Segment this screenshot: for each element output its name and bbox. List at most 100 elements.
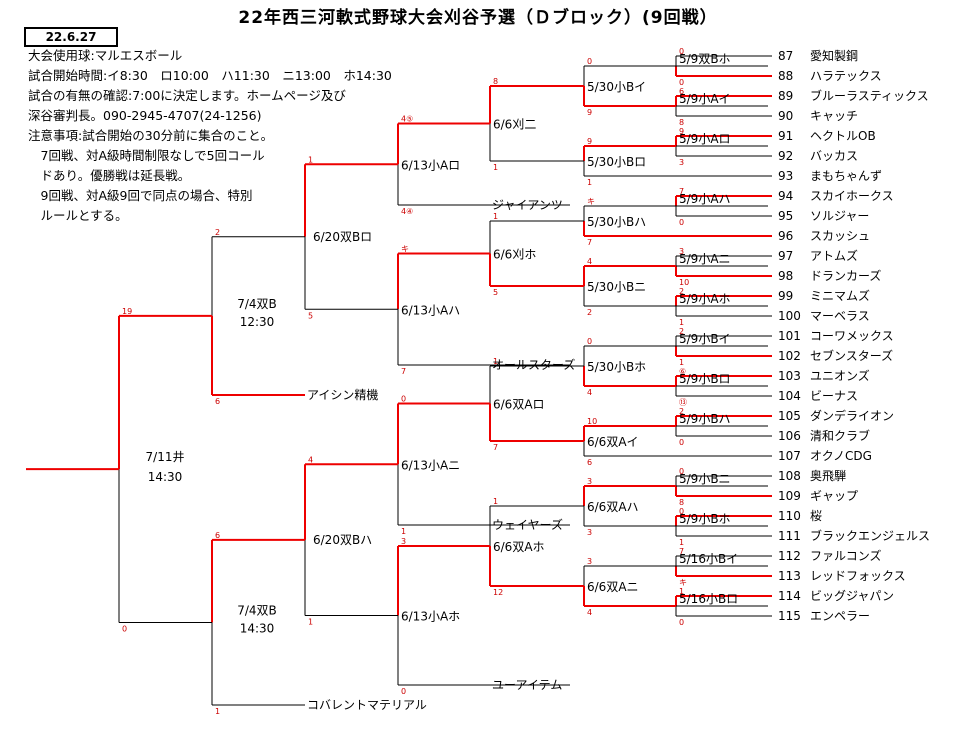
r2-game-label: 5/30小Bホ: [587, 360, 646, 374]
team-number: 110: [778, 509, 801, 523]
r3-game-label: 6/6双Aホ: [493, 540, 545, 554]
r1-game-score-bottom: 8: [679, 118, 684, 127]
r2-game-label: 6/6双Aニ: [587, 580, 639, 594]
r1-game-label: 5/9小Aイ: [679, 92, 731, 106]
r2-game-score-bottom: 9: [587, 108, 592, 117]
team-number: 94: [778, 189, 793, 203]
r1-game-score-top: 0: [679, 507, 684, 516]
r4-game-label: 6/13小Aロ: [401, 158, 460, 172]
r2-game-label: 5/30小Bイ: [587, 80, 646, 94]
r6-game-score-bottom: 6: [215, 397, 220, 406]
r2-game-score-bottom: 1: [587, 178, 592, 187]
r3-game-label: 6/6双Aロ: [493, 398, 545, 412]
team-number: 114: [778, 589, 801, 603]
r4-game-score-top: キ: [401, 245, 409, 254]
r3-game-label: 6/6刈二: [493, 118, 536, 132]
r2-game-label: 5/30小Bニ: [587, 280, 646, 294]
team-name: エンペラー: [810, 609, 870, 623]
note-rule-7: 7回戦、対A級時間制限なしで5回コール: [28, 148, 265, 163]
team-number: 102: [778, 349, 801, 363]
r1-game-score-bottom: 0: [679, 618, 684, 627]
r6-game-time: 12:30: [240, 315, 275, 329]
team-name: ブラックエンジェルス: [810, 528, 930, 543]
team-name: マーベラス: [810, 309, 870, 323]
r1-game-score-bottom: 0: [679, 438, 684, 447]
r1-game-score-bottom: 1: [679, 318, 684, 327]
r6-game-date: 7/4双B: [237, 297, 277, 311]
r3-game-score-top: 1: [493, 357, 498, 366]
r1-game-label: 5/9小Bロ: [679, 372, 731, 386]
r2-game-score-top: キ: [587, 197, 595, 206]
r5-game-label: 6/20双Bハ: [313, 533, 372, 547]
r1-game-score-top: 9: [679, 127, 684, 136]
team-number: 96: [778, 229, 793, 243]
r2-game-score-bottom: 6: [587, 458, 592, 467]
team-name: バッカス: [810, 149, 858, 163]
r5-game-label: 6/20双Bロ: [313, 230, 372, 244]
r1-game-score-top: 2: [679, 327, 684, 336]
team-name: セブンスターズ: [810, 348, 893, 363]
team-number: 100: [778, 309, 801, 323]
team-number: 90: [778, 109, 793, 123]
r4-game-score-top: 0: [401, 395, 406, 404]
r1-game-score-bottom: ⑬: [679, 398, 687, 407]
r1-game-score-top: 0: [679, 467, 684, 476]
team-number: 87: [778, 49, 793, 63]
team-name: オクノCDG: [810, 449, 872, 463]
r2-game-label: 5/30小Bハ: [587, 215, 646, 229]
r1-game-label: 5/9小Aニ: [679, 252, 731, 266]
bracket-title: 22年西三河軟式野球大会刈谷予選（Ｄブロック）(9回戦）: [238, 8, 718, 28]
r5-game-score-top: 4: [308, 455, 313, 464]
r1-game-score-bottom: 10: [679, 278, 689, 287]
r4-game-label: 6/13小Aニ: [401, 458, 460, 472]
team-name: ギャップ: [810, 489, 858, 503]
team-name: ダンデライオン: [810, 408, 894, 423]
r5-game-score-bottom: 1: [308, 618, 313, 627]
r1-game-score-top: 1: [679, 587, 684, 596]
team-name: ソルジャー: [810, 209, 869, 223]
r3-game-score-top: 1: [493, 212, 498, 221]
team-number: 93: [778, 169, 793, 183]
team-number: 99: [778, 289, 793, 303]
r6-game-time: 14:30: [240, 621, 275, 635]
r4-game-label: 6/13小Aホ: [401, 610, 460, 624]
r6-game-score-bottom: 1: [215, 707, 220, 716]
seed-team-name: コバレントマテリアル: [307, 698, 427, 712]
team-name: 奥飛騨: [810, 468, 846, 483]
r1-game-score-top: 2: [679, 407, 684, 416]
r4-game-score-bottom: 4④: [401, 207, 413, 216]
r3-game-label: 6/6刈ホ: [493, 248, 536, 262]
team-name: スカイホークス: [810, 189, 894, 203]
team-number: 97: [778, 249, 793, 263]
r4-game-label: 6/13小Aハ: [401, 303, 460, 317]
note-umpire: 深谷審判長。090-2945-4707(24-1256): [28, 108, 262, 123]
team-name: ブルーラスティックス: [810, 88, 929, 103]
r1-game-score-top: 0: [679, 47, 684, 56]
team-name: ミニマムズ: [810, 288, 870, 303]
r3-game-score-top: 8: [493, 77, 498, 86]
r2-game-label: 5/30小Bロ: [587, 155, 646, 169]
r1-game-label: 5/9小Aホ: [679, 292, 731, 306]
r3-game-score-top: 1: [493, 497, 498, 506]
seed-team-name: アイシン精機: [307, 387, 378, 402]
note-ball: 大会使用球:マルエスボール: [28, 48, 183, 63]
date-box: 22.6.27: [24, 27, 118, 47]
team-name: ビッグジャパン: [810, 589, 894, 603]
r3-game-score-bottom: 5: [493, 288, 498, 297]
team-name: ユニオンズ: [810, 368, 870, 383]
team-number: 104: [778, 389, 801, 403]
team-number: 91: [778, 129, 793, 143]
team-number: 95: [778, 209, 793, 223]
r1-game-score-bottom: 0: [679, 78, 684, 87]
team-name: 桜: [810, 509, 822, 523]
r3-game-score-bottom: 1: [493, 163, 498, 172]
r2-game-score-top: 0: [587, 337, 592, 346]
r1-game-label: 5/9小Bニ: [679, 472, 731, 486]
r2-game-score-bottom: 4: [587, 388, 592, 397]
team-number: 115: [778, 609, 801, 623]
r1-game-score-bottom: 3: [679, 158, 684, 167]
r2-game-score-top: 9: [587, 137, 592, 146]
r2-game-score-bottom: 4: [587, 608, 592, 617]
final-game-time: 14:30: [148, 470, 183, 484]
team-number: 103: [778, 369, 801, 383]
